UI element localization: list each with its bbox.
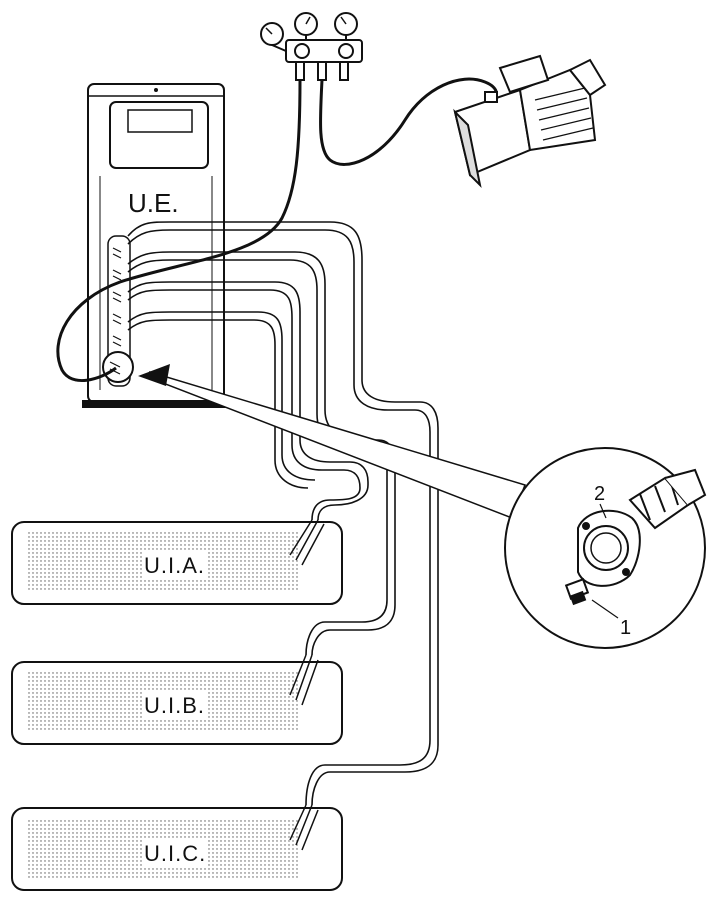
detail-magnifier: 2 1 bbox=[504, 447, 707, 649]
vacuum-pump-icon bbox=[453, 54, 607, 189]
indoor-pipe-connectors bbox=[289, 519, 325, 851]
indoor-unit-b: U.I.B. bbox=[11, 661, 343, 745]
service-valve-strip bbox=[107, 235, 131, 387]
callout-arrowhead bbox=[138, 364, 170, 386]
service-hoses bbox=[56, 77, 498, 383]
manifold-gauge-set bbox=[260, 12, 363, 81]
indoor-unit-a: U.I.A. bbox=[11, 521, 343, 605]
highlighted-valve-circle bbox=[102, 351, 134, 383]
indoor-unit-c: U.I.C. bbox=[11, 807, 343, 891]
outdoor-unit-base bbox=[82, 400, 230, 408]
indoor-unit-b-label: U.I.B. bbox=[144, 693, 205, 718]
outdoor-unit-label: U.E. bbox=[128, 188, 179, 218]
indoor-unit-c-label: U.I.C. bbox=[144, 841, 206, 866]
outdoor-unit: U.E. bbox=[82, 83, 230, 408]
callout-number-1: 1 bbox=[620, 617, 631, 639]
service-valves bbox=[112, 247, 122, 347]
callout-number-2: 2 bbox=[594, 483, 605, 505]
callout-beam bbox=[138, 364, 526, 519]
indoor-unit-a-label: U.I.A. bbox=[144, 553, 205, 578]
valve-detail-icon bbox=[564, 468, 707, 606]
